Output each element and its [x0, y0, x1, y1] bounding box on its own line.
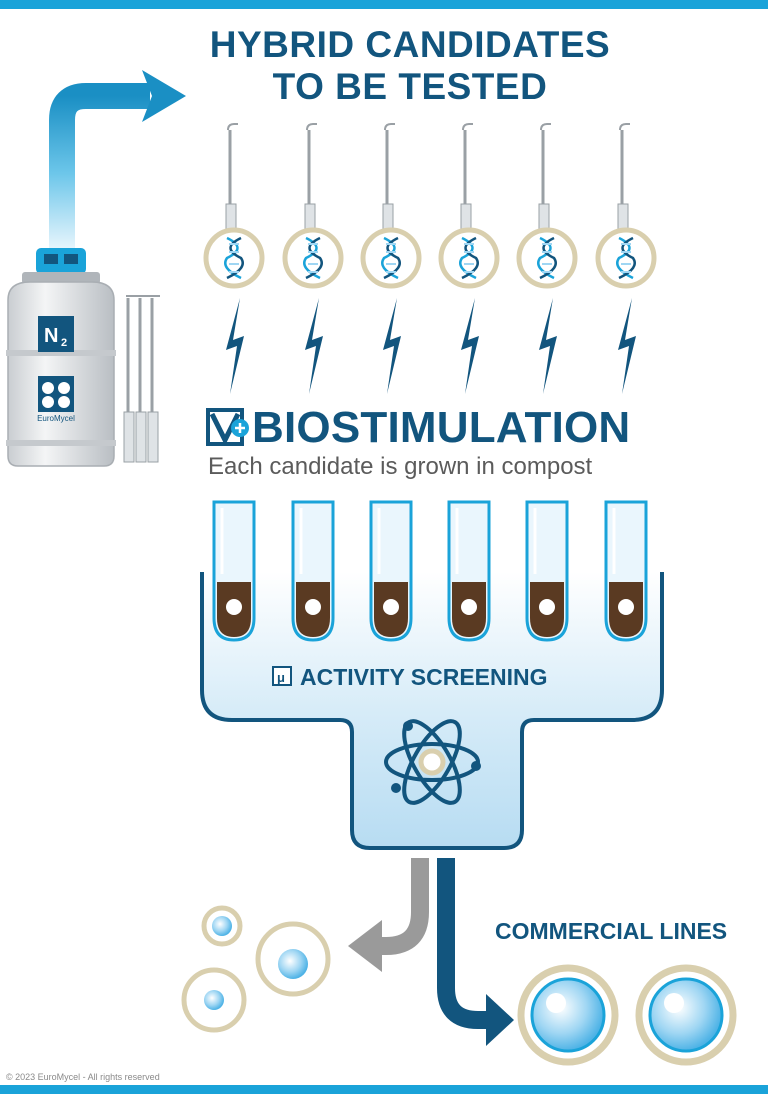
page-title-line-1: HYBRID CANDIDATES	[209, 24, 611, 65]
down-left-arrow-icon	[348, 858, 429, 972]
lightning-icon	[539, 298, 557, 394]
test-tube-icon	[604, 500, 648, 642]
copyright-footer: © 2023 EuroMycel - All rights reserved	[6, 1072, 160, 1082]
spore-icon	[201, 905, 243, 947]
biostimulation-title: BIOSTIMULATION	[252, 403, 631, 452]
straw-icon	[123, 298, 135, 463]
activity-screening-title: ACTIVITY SCREENING	[300, 664, 548, 690]
straw-icon	[460, 123, 473, 231]
dna-icon	[516, 227, 578, 289]
test-tube-icon	[369, 500, 413, 642]
test-tube-icon	[212, 500, 256, 642]
lightning-icon	[461, 298, 479, 394]
lightning-icon	[305, 298, 323, 394]
test-tube-icon	[447, 500, 491, 642]
page-title: HYBRID CANDIDATES TO BE TESTED	[180, 24, 640, 108]
straw-icon	[147, 298, 159, 463]
down-right-arrow-icon	[437, 858, 514, 1046]
svg-text:μ: μ	[277, 670, 285, 685]
screening-funnel	[200, 572, 664, 850]
test-tube-icon	[525, 500, 569, 642]
commercial-lines-title: COMMERCIAL LINES	[495, 918, 728, 944]
tank-label: N	[44, 325, 58, 347]
up-right-arrow-icon	[49, 70, 186, 250]
top-accent-bar	[0, 0, 768, 9]
biostimulation-logo-icon	[206, 408, 249, 446]
commercial-spore-icon	[517, 964, 619, 1066]
straw-icon	[225, 123, 238, 231]
lightning-icon	[618, 298, 636, 394]
straw-icon	[617, 123, 630, 231]
commercial-spore-icon	[635, 964, 737, 1066]
spore-icon	[255, 921, 331, 997]
straw-icon	[135, 298, 147, 463]
spore-icon	[181, 967, 247, 1033]
straw-icon	[538, 123, 551, 231]
dna-icon	[360, 227, 422, 289]
tank-label-subscript: 2	[61, 337, 67, 349]
dna-icon	[282, 227, 344, 289]
test-tube-icon	[291, 500, 335, 642]
lightning-icon	[226, 298, 244, 394]
atom-icon	[384, 719, 481, 805]
bottom-accent-bar	[0, 1085, 768, 1094]
straw-bundle-icon	[123, 295, 160, 463]
dna-icon	[595, 227, 657, 289]
tank-logo-text: EuroMycel	[37, 414, 75, 423]
nitrogen-tank-icon	[6, 248, 116, 467]
straw-icon	[304, 123, 317, 231]
straw-icon	[382, 123, 395, 231]
dna-icon	[203, 227, 265, 289]
dna-icon	[438, 227, 500, 289]
lightning-icon	[383, 298, 401, 394]
biostimulation-subtitle: Each candidate is grown in compost	[208, 453, 593, 480]
page-title-line-2: TO BE TESTED	[272, 66, 548, 107]
activity-logo-icon: μ	[272, 666, 292, 686]
